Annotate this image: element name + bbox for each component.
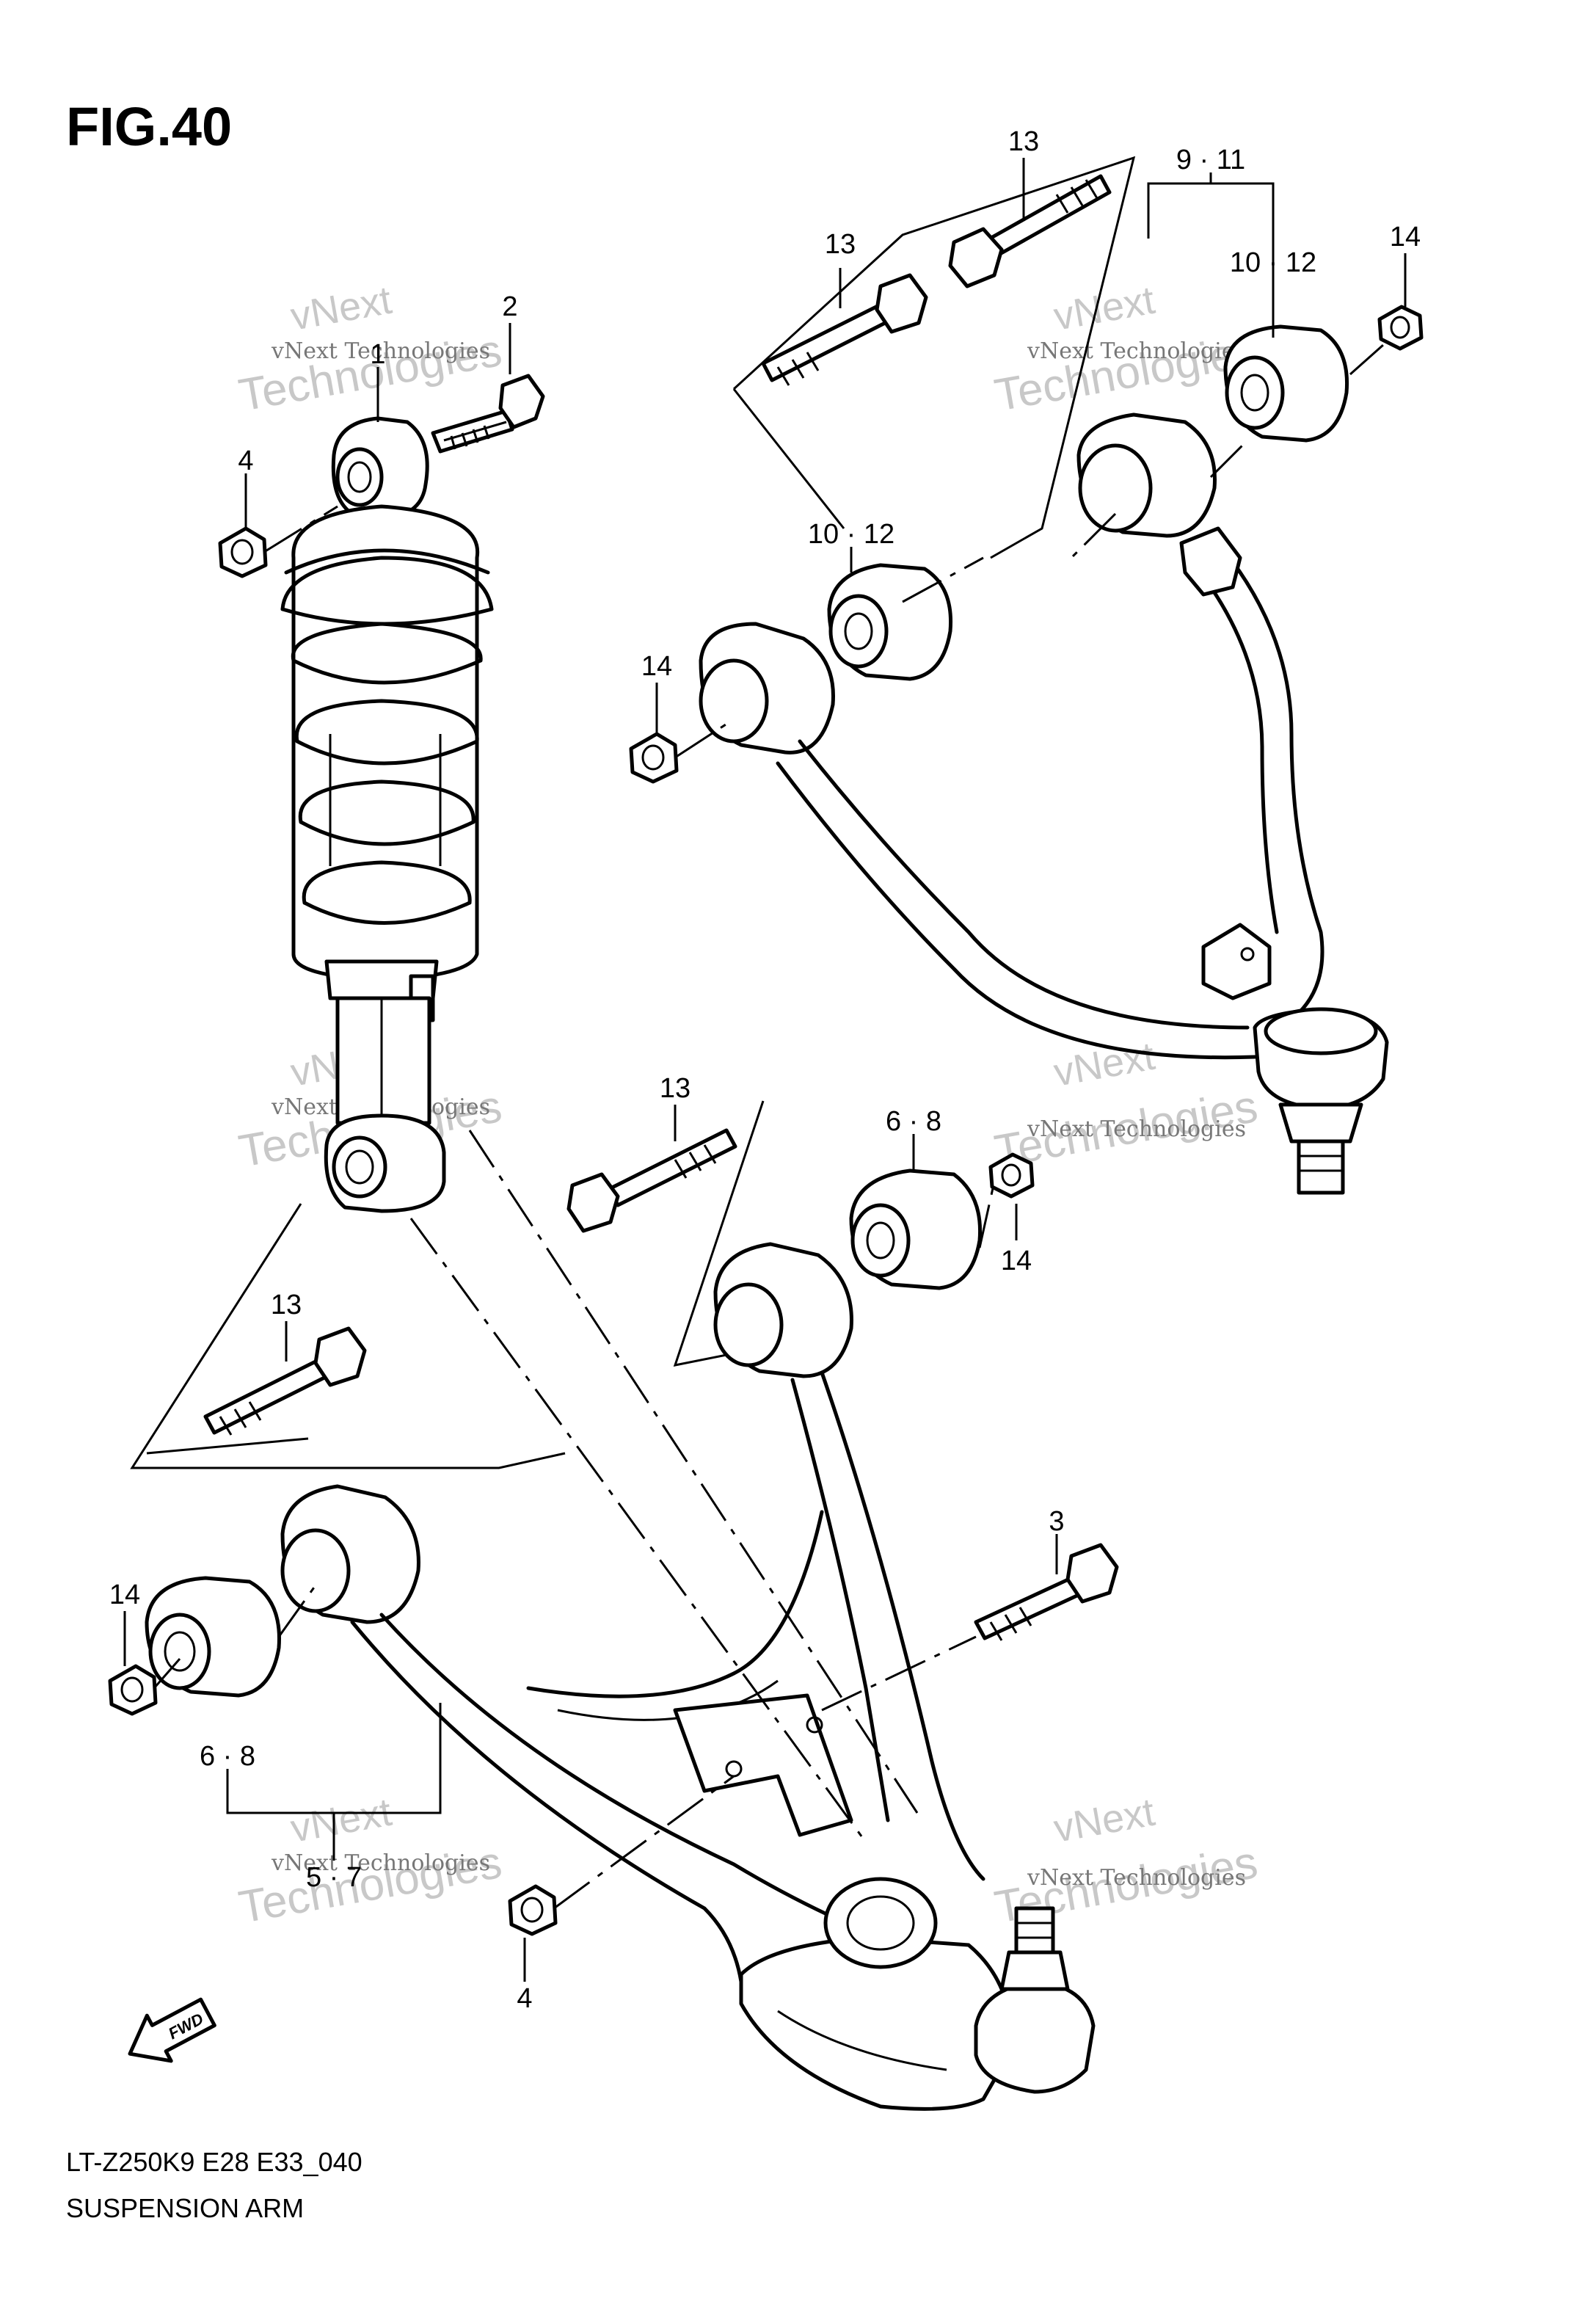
- svg-text:vNext Technologies: vNext Technologies: [1027, 338, 1246, 364]
- svg-text:vNext: vNext: [1051, 1790, 1158, 1851]
- callout-14-upper-front: 14: [1390, 222, 1421, 252]
- fwd-arrow-icon: FWD: [128, 1997, 216, 2063]
- callout-3: 3: [1049, 1506, 1064, 1537]
- callout-10-12-front: 10 · 12: [1230, 247, 1316, 278]
- bushing-upper-front: [1223, 324, 1349, 443]
- nut-lower-front-14: [988, 1152, 1035, 1199]
- leaders: [123, 158, 1407, 1982]
- shock-absorber: [280, 416, 494, 1213]
- bolt-upper-rear: [761, 273, 928, 386]
- nut-lower-front-4: [508, 1884, 558, 1936]
- callout-14-lower-rear: 14: [109, 1579, 140, 1610]
- model-code: LT-Z250K9 E28 E33_040: [66, 2147, 362, 2177]
- assembly-outlines: [130, 156, 1136, 1469]
- section-name: SUSPENSION ARM: [66, 2193, 305, 2223]
- callout-10-12-rear: 10 · 12: [808, 519, 894, 550]
- watermark-bottom-left: vNext Technologies vNext Technologies: [235, 1790, 505, 1933]
- callout-6-8-rear: 6 · 8: [200, 1741, 255, 1772]
- nut-upper-front: [1377, 305, 1424, 351]
- center-lines: [153, 343, 1384, 1910]
- bolt-shock-top: [431, 374, 545, 454]
- figure-title: FIG.40: [66, 96, 233, 157]
- callout-14-lower-front: 14: [1001, 1246, 1032, 1276]
- watermark-mid-right: vNext Technologies vNext Technologies: [991, 1034, 1261, 1177]
- callout-13-upper-rear: 13: [825, 229, 856, 260]
- bushing-upper-rear: [827, 563, 953, 681]
- svg-text:vNext Technologies: vNext Technologies: [271, 338, 490, 364]
- lower-arm: [280, 1242, 1096, 2111]
- callout-13-lower-front: 13: [660, 1073, 690, 1104]
- upper-arm: [699, 412, 1389, 1195]
- svg-text:vNext: vNext: [288, 1790, 395, 1851]
- svg-text:vNext: vNext: [1051, 1034, 1158, 1095]
- bushing-lower-front: [849, 1168, 983, 1290]
- callout-13-upper-front: 13: [1008, 126, 1039, 157]
- bolt-upper-front: [948, 174, 1112, 288]
- nut-lower-rear-14: [108, 1664, 158, 1716]
- callout-4-top: 4: [238, 446, 253, 476]
- callout-labels: 1 2 3 4 4 6 · 8 6 · 8 5 · 7 9 · 11 10 · …: [109, 126, 1421, 2014]
- callout-13-lower-rear: 13: [271, 1290, 302, 1320]
- svg-text:vNext: vNext: [1051, 278, 1158, 339]
- nut-upper-rear: [629, 732, 679, 784]
- watermark-top-right: vNext Technologies vNext Technologies: [991, 278, 1261, 421]
- callout-4-bottom: 4: [517, 1983, 532, 2014]
- bolt-lower-front: [566, 1128, 737, 1233]
- svg-text:vNext Technologies: vNext Technologies: [1027, 1116, 1246, 1142]
- callout-1: 1: [370, 339, 385, 370]
- bolt-lower-arm: [974, 1543, 1119, 1641]
- callout-2: 2: [502, 291, 517, 322]
- callout-14-upper-rear: 14: [641, 651, 672, 682]
- callout-9-11: 9 · 11: [1176, 145, 1245, 175]
- nut-shock-top: [218, 526, 268, 578]
- bushing-lower-rear: [145, 1576, 281, 1698]
- svg-text:vNext Technologies: vNext Technologies: [1027, 1865, 1246, 1891]
- bolt-lower-rear: [203, 1326, 367, 1436]
- svg-text:vNext Technologies: vNext Technologies: [271, 1850, 490, 1876]
- callout-5-7: 5 · 7: [306, 1862, 362, 1893]
- callout-6-8-front: 6 · 8: [886, 1106, 941, 1137]
- svg-text:vNext: vNext: [288, 278, 395, 339]
